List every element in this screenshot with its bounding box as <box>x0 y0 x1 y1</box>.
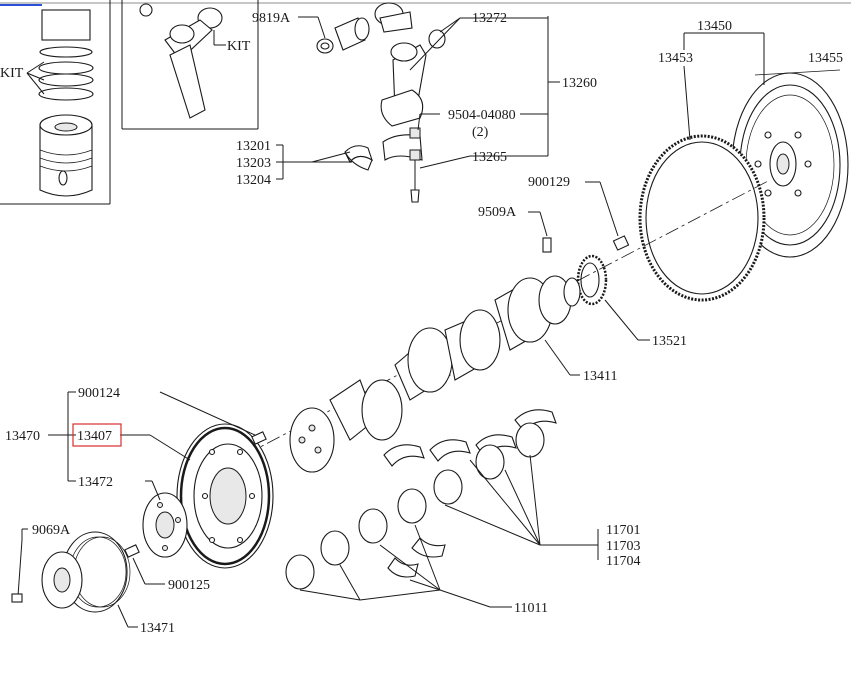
label-13272[interactable]: 13272 <box>472 11 507 26</box>
damper-bolt <box>251 431 267 445</box>
part-labels: 9819A 13272 13260 13450 13453 13455 KIT … <box>0 11 843 636</box>
label-900125[interactable]: 900125 <box>168 578 210 593</box>
rod-bearing-shells <box>344 145 373 171</box>
label-13203[interactable]: 13203 <box>236 156 271 171</box>
label-9504-04080[interactable]: 9504-04080 <box>448 108 516 123</box>
label-11011[interactable]: 11011 <box>514 601 548 616</box>
label-900124[interactable]: 900124 <box>78 386 120 401</box>
label-13411[interactable]: 13411 <box>583 369 617 384</box>
hub-bolt <box>124 544 140 558</box>
piston-kit-box <box>0 0 851 205</box>
main-bearing-lower <box>285 488 446 590</box>
label-13407[interactable]: 13407 <box>77 429 112 444</box>
flywheel <box>731 69 849 258</box>
label-13204[interactable]: 13204 <box>236 173 271 188</box>
label-9069A[interactable]: 9069A <box>32 523 71 538</box>
dowel-pin <box>542 237 552 253</box>
label-9509A[interactable]: 9509A <box>478 205 517 220</box>
key-pin <box>612 235 630 251</box>
ring-gear <box>638 134 766 302</box>
leader-lines <box>21 16 765 628</box>
vibration-damper <box>176 423 274 569</box>
kit1-leader <box>26 61 45 74</box>
piston <box>38 9 94 197</box>
label-kit-rod[interactable]: KIT <box>227 39 251 54</box>
timing-gear <box>576 254 608 306</box>
label-11703[interactable]: 11703 <box>606 539 640 554</box>
label-9504-qty: (2) <box>472 125 489 140</box>
label-13472[interactable]: 13472 <box>78 475 113 490</box>
label-13260[interactable]: 13260 <box>562 76 597 91</box>
label-13265[interactable]: 13265 <box>472 150 507 165</box>
label-13521[interactable]: 13521 <box>652 334 687 349</box>
crank-pulley <box>41 531 131 613</box>
pulley-bolt <box>11 539 23 603</box>
connecting-rod <box>316 2 446 203</box>
label-13201[interactable]: 13201 <box>236 139 271 154</box>
highlight-box-13407 <box>72 423 122 447</box>
crankshaft <box>289 275 581 473</box>
hub <box>142 492 188 558</box>
label-11704[interactable]: 11704 <box>606 554 640 569</box>
label-9819A[interactable]: 9819A <box>252 11 291 26</box>
label-900129[interactable]: 900129 <box>528 175 570 190</box>
center-axis <box>244 179 771 456</box>
label-13470[interactable]: 13470 <box>5 429 40 444</box>
label-13471[interactable]: 13471 <box>140 621 175 636</box>
label-kit-piston[interactable]: KIT <box>0 66 24 81</box>
label-11701[interactable]: 11701 <box>606 523 640 538</box>
label-13455[interactable]: 13455 <box>808 51 843 66</box>
connecting-rod-kit <box>139 3 226 119</box>
label-13450[interactable]: 13450 <box>697 19 732 34</box>
main-bearing-upper <box>383 409 557 505</box>
label-13453[interactable]: 13453 <box>658 51 693 66</box>
